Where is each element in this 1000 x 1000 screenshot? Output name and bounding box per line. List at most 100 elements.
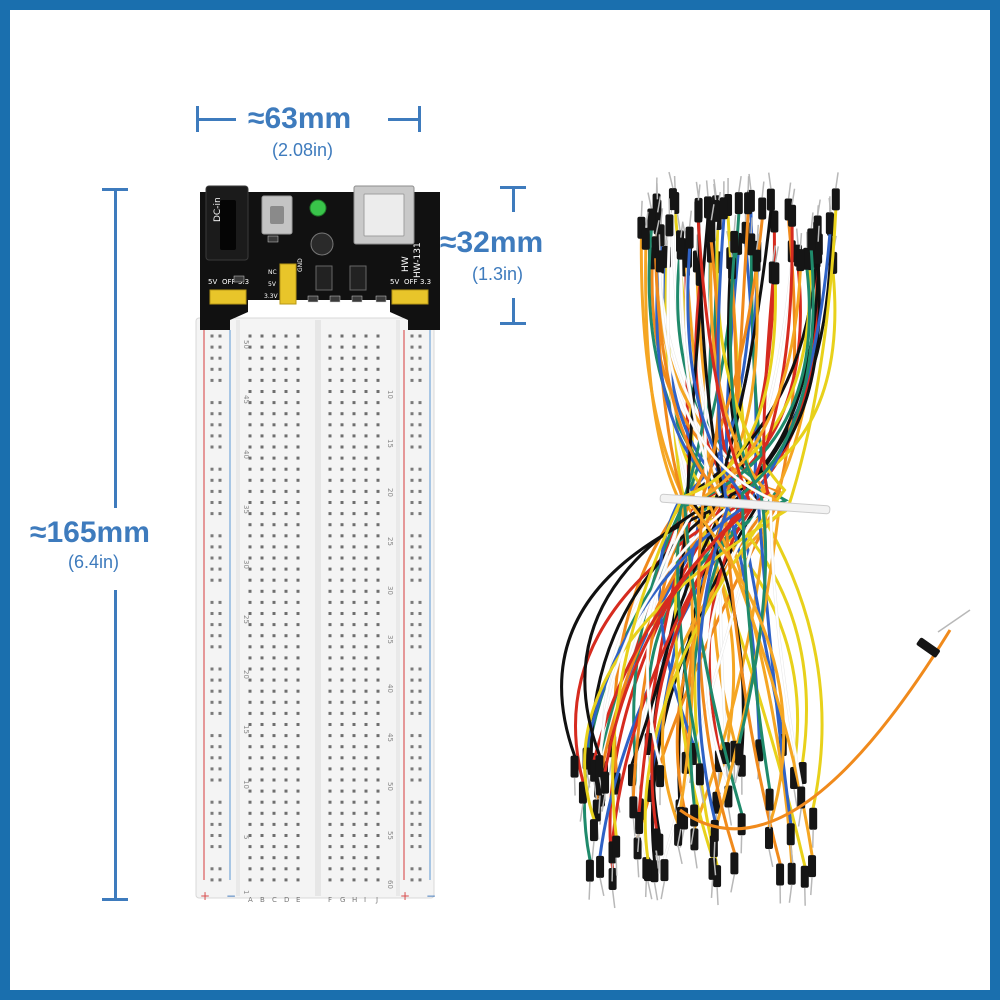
right-jumper-5v: 5V <box>390 278 399 286</box>
rail-hole <box>410 612 414 615</box>
hole <box>284 356 288 360</box>
hole <box>340 711 344 715</box>
smd-part <box>267 235 279 243</box>
hole <box>376 534 380 538</box>
wire-pin <box>601 793 606 812</box>
hole <box>248 834 252 837</box>
hole <box>376 501 380 504</box>
row-letter: D <box>284 896 289 904</box>
module-height-imperial: (1.3in) <box>472 264 524 284</box>
hole <box>284 800 288 804</box>
hole <box>328 856 332 860</box>
hole <box>272 456 276 460</box>
wire-pin <box>772 245 777 262</box>
wire-connector <box>703 196 712 219</box>
wire-pin <box>645 211 649 228</box>
wire-pin <box>710 879 714 898</box>
hole <box>352 578 356 582</box>
hole <box>364 512 368 516</box>
right-jumper-3v3: 3.3 <box>420 278 431 286</box>
hole <box>352 811 356 815</box>
hole <box>376 345 380 349</box>
hole <box>248 767 252 771</box>
rail-hole <box>218 412 222 416</box>
rail-hole <box>418 600 422 604</box>
hole <box>296 645 300 649</box>
hole <box>284 467 288 471</box>
hole <box>260 545 264 549</box>
usb-port-opening <box>363 193 405 237</box>
hole <box>272 778 276 782</box>
hole <box>272 789 276 793</box>
wire-pin <box>788 884 793 903</box>
hole <box>376 867 380 871</box>
hole <box>296 789 300 793</box>
hole <box>352 534 356 538</box>
rail-hole <box>410 700 414 704</box>
hole <box>296 478 300 482</box>
hole <box>364 523 368 527</box>
hole <box>328 878 332 882</box>
rail-hole <box>410 434 414 438</box>
hole <box>340 612 344 615</box>
hole <box>364 423 368 427</box>
hole <box>364 845 368 849</box>
hole <box>284 478 288 482</box>
hole <box>352 523 356 527</box>
rail-hole <box>218 578 222 582</box>
jumper-wire <box>639 237 736 794</box>
hole <box>260 800 264 804</box>
wire-pin <box>767 172 772 189</box>
hole <box>328 678 332 682</box>
hole <box>340 878 344 882</box>
hole <box>352 678 356 682</box>
hole <box>272 800 276 804</box>
hole <box>340 512 344 516</box>
wire-pin <box>713 179 717 196</box>
rail-hole <box>210 445 214 449</box>
hole <box>376 390 380 393</box>
length-line-top <box>114 188 117 508</box>
rail-hole <box>218 689 222 693</box>
rail-hole <box>210 378 214 382</box>
rail-hole <box>218 512 222 516</box>
hole <box>296 545 300 549</box>
hole <box>328 756 332 760</box>
hole <box>352 867 356 871</box>
hole <box>284 578 288 582</box>
wire-connector <box>766 188 775 211</box>
hole <box>260 845 264 849</box>
hole <box>284 878 288 882</box>
hole <box>352 623 356 627</box>
hole <box>296 678 300 682</box>
wire-connector <box>814 241 823 264</box>
wire-pin <box>697 184 701 201</box>
hole <box>328 634 332 638</box>
wire-pin <box>588 881 591 900</box>
wire-pin <box>810 212 814 229</box>
hole <box>272 845 276 849</box>
hole <box>352 822 356 826</box>
hole <box>296 501 300 504</box>
rail-hole <box>418 334 422 338</box>
wire-connector <box>694 200 703 223</box>
rail-hole <box>410 600 414 604</box>
hole <box>352 800 356 804</box>
hole <box>248 656 252 660</box>
power-led <box>309 199 327 217</box>
hole <box>376 378 380 382</box>
hole <box>352 445 356 449</box>
hole <box>284 434 288 438</box>
hole <box>352 656 356 660</box>
rail-hole <box>210 423 214 427</box>
rail-hole <box>418 356 422 360</box>
jumper-wire-highlight <box>685 267 775 786</box>
rail-hole <box>218 867 222 871</box>
hole <box>260 334 264 338</box>
hole <box>296 434 300 438</box>
jumper-wire-long <box>679 629 952 831</box>
rail-hole <box>418 734 422 738</box>
hole <box>340 589 344 593</box>
length-line-bottom <box>114 590 117 900</box>
rail-hole <box>418 645 422 649</box>
